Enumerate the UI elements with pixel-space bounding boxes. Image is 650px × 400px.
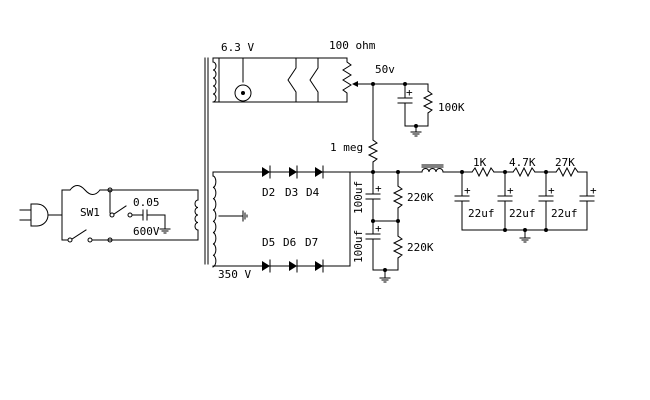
label-plus-c1: +: [464, 184, 471, 197]
label-plus-c2: +: [507, 184, 514, 197]
label-d6: D6: [283, 236, 296, 249]
switch2-arm: [113, 205, 127, 215]
label-resistor-1k: 1K: [473, 156, 487, 169]
hv-coil: [212, 175, 217, 268]
resistor-220k-top: [392, 185, 404, 209]
rectifier: [218, 165, 351, 273]
label-sw1: SW1: [80, 206, 100, 219]
label-plus-cap-top: +: [375, 182, 382, 195]
fuse-symbol: [69, 185, 101, 195]
label-plus-bias-cap: +: [406, 86, 413, 99]
transformer: [194, 57, 220, 268]
label-cap-100uf-top: 100uf: [352, 181, 365, 214]
label-resistor-100k: 100K: [438, 101, 465, 114]
label-resistor-27k: 27K: [555, 156, 575, 169]
hv-filter: [349, 164, 444, 283]
diode-d3: [289, 165, 298, 179]
label-filament-voltage: 6.3 V: [221, 41, 254, 54]
resistor-1k: [471, 166, 495, 178]
resistor-100k: [422, 90, 434, 114]
filament-coil: [212, 61, 217, 103]
resistor-1-meg: [367, 83, 379, 173]
heater-1: [287, 57, 297, 103]
resistor-27k: [555, 166, 579, 178]
primary-coil: [194, 199, 199, 231]
label-resistor-1-meg: 1 meg: [330, 141, 363, 154]
label-d3: D3: [285, 186, 298, 199]
filament-circuit: [218, 57, 375, 103]
label-cap-100uf-bottom: 100uf: [352, 230, 365, 263]
diode-d7: [315, 259, 324, 273]
label-cap-value: 0.05: [133, 196, 160, 209]
label-plus-c3: +: [548, 184, 555, 197]
label-pot-value: 100 ohm: [329, 39, 376, 52]
bias-network: [372, 82, 434, 137]
label-hv-voltage: 350 V: [218, 268, 251, 281]
ac-plug: [19, 203, 63, 227]
label-resistor-4-7k: 4.7K: [509, 156, 536, 169]
diode-d6: [289, 259, 298, 273]
resistor-220k-bottom: [392, 235, 404, 259]
label-d5: D5: [262, 236, 275, 249]
rc-ladder: [442, 166, 595, 243]
label-d7: D7: [305, 236, 318, 249]
label-d4: D4: [306, 186, 320, 199]
pot-wiper-arrow: [352, 81, 358, 87]
pot-100-ohm: [342, 57, 352, 103]
diode-d4: [315, 165, 324, 179]
label-plus-c4: +: [590, 184, 597, 197]
choke-coil: [421, 168, 444, 173]
switch-arm: [71, 229, 87, 240]
label-d2: D2: [262, 186, 275, 199]
label-resistor-220k-top: 220K: [407, 191, 434, 204]
label-cap-voltage: 600V: [133, 225, 160, 238]
diode-d2: [262, 165, 271, 179]
primary-wiring: [61, 185, 199, 243]
label-cap-c3: 22uf: [551, 207, 578, 220]
diode-d5: [262, 259, 271, 273]
label-cap-c2: 22uf: [509, 207, 536, 220]
label-cap-c1: 22uf: [468, 207, 495, 220]
label-plus-cap-bottom: +: [375, 222, 382, 235]
heater-2: [309, 57, 319, 103]
resistor-4-7k: [512, 166, 536, 178]
label-bias-voltage: 50v: [375, 63, 395, 76]
label-resistor-220k-bottom: 220K: [407, 241, 434, 254]
